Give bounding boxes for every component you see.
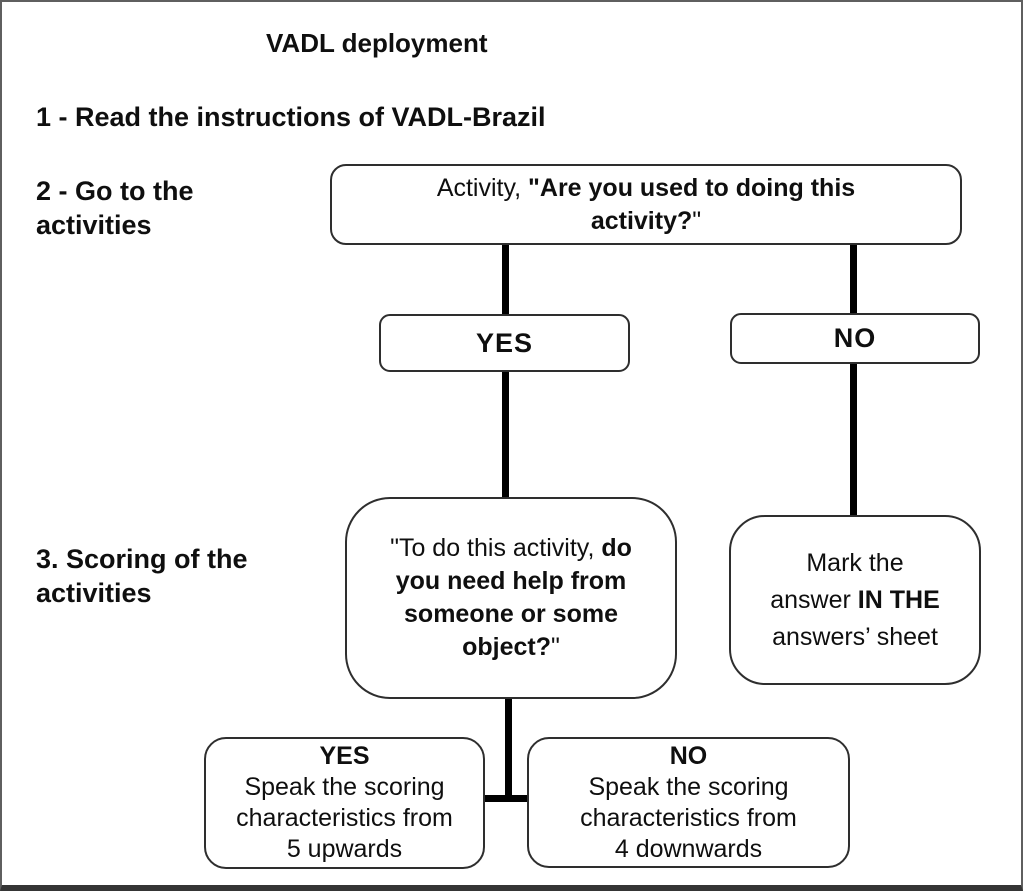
score-no-line3: 4 downwards (614, 834, 763, 863)
step-2-label: 2 - Go to the activities (36, 176, 194, 240)
help-question-bold-line2: you need help from (395, 567, 627, 595)
help-question-text: "To do this activity, do you need help f… (390, 532, 632, 664)
diagram-title: VADL deployment (266, 28, 488, 58)
mark-answer-text: Mark the answer IN THE answers’ sheet (770, 545, 940, 656)
step-1-label: 1 - Read the instructions of VADL-Brazil (36, 102, 546, 132)
score-no-heading: NO (669, 741, 708, 770)
score-yes-line3: 5 upwards (286, 835, 403, 863)
score-no-line1: Speak the scoring (588, 772, 789, 801)
yes-branch-label: YES (475, 327, 534, 358)
help-question-bold-line3: someone or some (404, 600, 618, 628)
score-yes-text: YES Speak the scoring characteristics fr… (236, 741, 453, 865)
activity-question-suffix: " (692, 206, 702, 235)
connector-activity-to-yes (502, 242, 509, 316)
help-question-bold-line1: do (601, 534, 632, 562)
score-no-text: NO Speak the scoring characteristics fro… (580, 741, 797, 865)
node-help-question: "To do this activity, do you need help f… (345, 497, 677, 699)
help-question-suffix: " (551, 633, 560, 661)
activity-question-text: Activity, "Are you used to doing this ac… (437, 172, 855, 238)
node-yes-branch: YES (379, 314, 630, 372)
node-score-yes: YES Speak the scoring characteristics fr… (204, 737, 485, 869)
score-no-line2: characteristics from (580, 803, 797, 832)
node-no-branch: NO (730, 313, 980, 364)
score-yes-line2: characteristics from (236, 804, 453, 832)
node-score-no: NO Speak the scoring characteristics fro… (527, 737, 850, 868)
connector-no-to-mark-answer (850, 362, 857, 517)
score-yes-line1: Speak the scoring (244, 773, 445, 801)
no-branch-label: NO (833, 323, 877, 353)
connector-activity-to-no (850, 242, 857, 315)
help-question-bold-line4: object? (462, 633, 551, 661)
node-activity-question: Activity, "Are you used to doing this ac… (330, 164, 962, 245)
mark-answer-bold: IN THE (857, 585, 940, 614)
connector-help-question-to-scoring (505, 697, 512, 799)
node-mark-answer: Mark the answer IN THE answers’ sheet (729, 515, 981, 685)
connector-yes-to-help-question (502, 370, 509, 499)
mark-answer-line2-prefix: answer (770, 585, 858, 614)
activity-question-bold-line2: activity? (590, 206, 693, 235)
score-yes-heading: YES (319, 742, 370, 770)
activity-question-bold-line1: "Are you used to doing this (528, 173, 856, 202)
connector-scoring-foot (484, 795, 527, 802)
step-3-label: 3. Scoring of the activities (36, 544, 248, 608)
activity-question-prefix: Activity, (436, 173, 529, 202)
mark-answer-line1: Mark the (806, 548, 904, 577)
help-question-prefix: "To do this activity, (390, 534, 602, 562)
mark-answer-line3: answers’ sheet (772, 622, 938, 651)
